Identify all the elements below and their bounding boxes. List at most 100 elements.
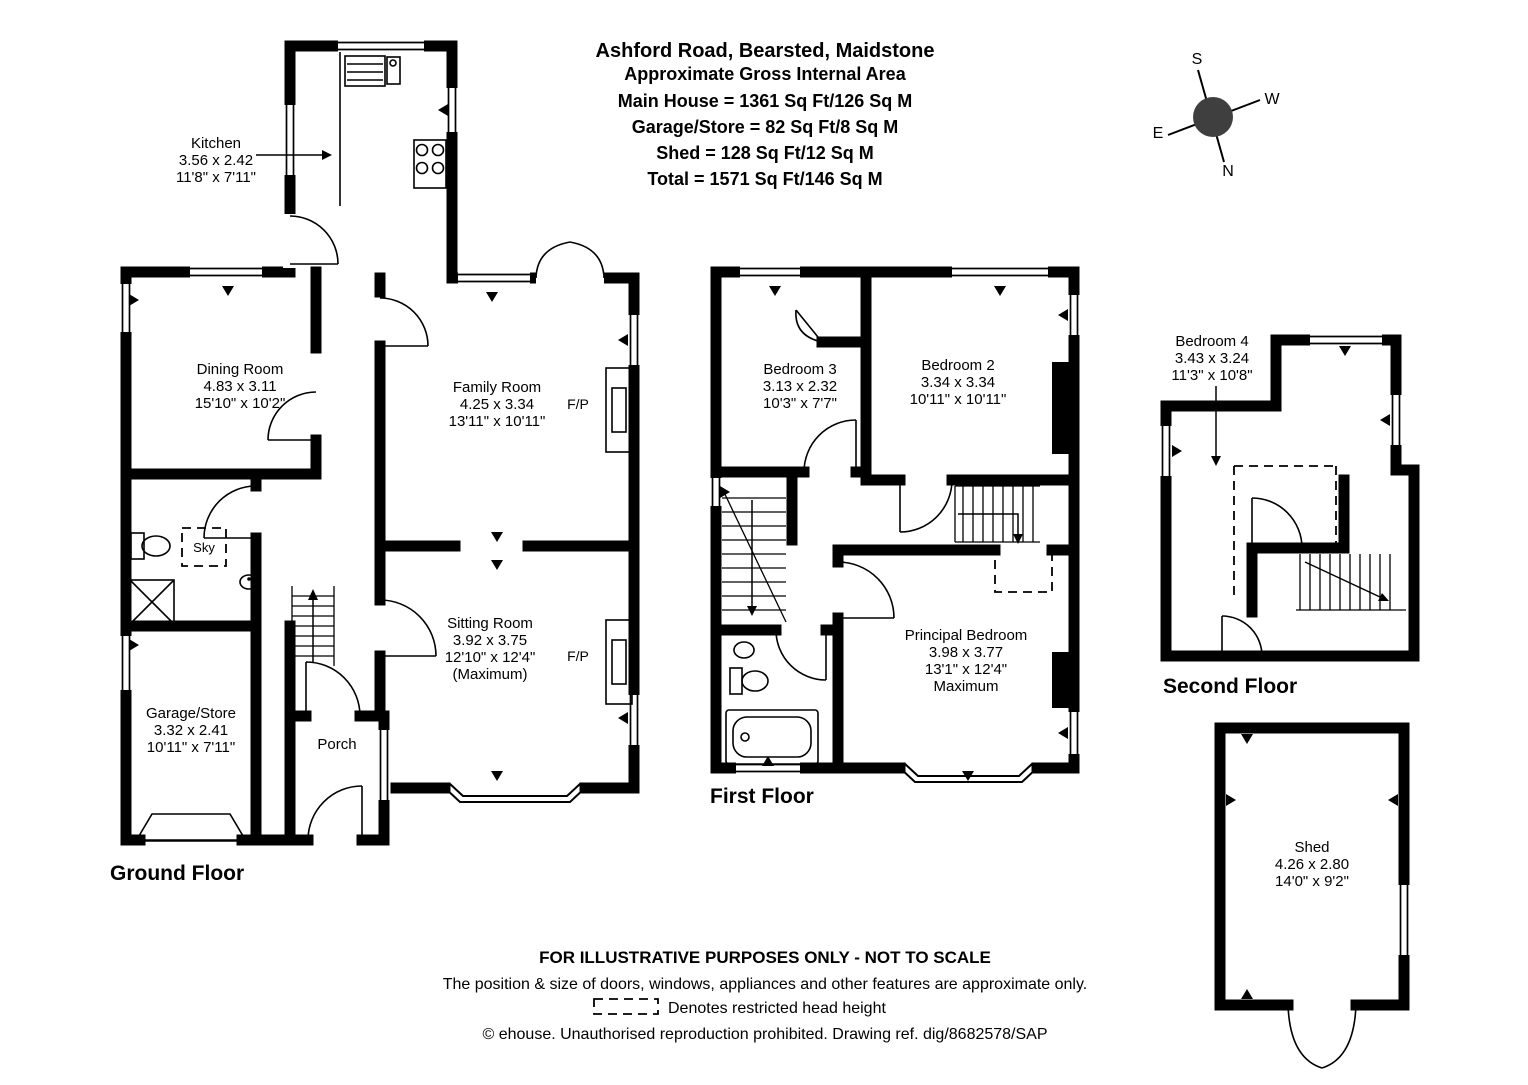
garage-metric: 3.32 x 2.41 — [154, 722, 228, 739]
stairs-up-arrowhead — [308, 589, 318, 600]
family-fireplace — [605, 367, 633, 453]
window-marker — [1339, 346, 1351, 356]
dining-door-swing — [267, 391, 317, 441]
kitchen-right-window — [445, 88, 459, 132]
french-door-gap — [536, 271, 604, 285]
ground-floor-plan: Kitchen 3.56 x 2.42 11'8" x 7'11" Dining… — [110, 39, 641, 885]
skylight-label: Sky — [193, 540, 215, 555]
ground-window-markers — [129, 104, 628, 781]
second-left-window — [1159, 426, 1173, 476]
sitting-name: Sitting Room — [447, 615, 533, 632]
front-door-swing — [307, 785, 363, 841]
principal-right-window — [1067, 712, 1081, 754]
first-outer-walls — [710, 266, 1080, 774]
bed2-metric: 3.34 x 3.34 — [921, 374, 995, 391]
bed4-metric: 3.43 x 3.24 — [1175, 350, 1249, 367]
kitchen-name: Kitchen — [191, 135, 241, 152]
closet-door-swing — [795, 309, 823, 343]
window-marker — [962, 771, 974, 781]
window-marker — [618, 712, 628, 724]
dining-left-window — [119, 284, 133, 332]
family-name: Family Room — [453, 379, 541, 396]
shower-tray — [129, 579, 175, 625]
sitting-fireplace-label: F/P — [567, 648, 589, 664]
french-door-right-swing — [569, 241, 605, 279]
bed4-name: Bedroom 4 — [1175, 333, 1248, 350]
compass-north: N — [1222, 163, 1234, 180]
window-marker — [762, 756, 774, 766]
bathroom-door-swing — [775, 629, 827, 681]
kitchen-callout-arrow — [256, 150, 332, 160]
garage-imperial: 10'11" x 7'11" — [147, 739, 235, 756]
bed3-name: Bedroom 3 — [763, 361, 836, 378]
family-top-window — [458, 271, 530, 285]
first-floor-plan: Bedroom 3 3.13 x 2.32 10'3" x 7'7" Bedro… — [709, 265, 1081, 808]
bed3-metric: 3.13 x 2.32 — [763, 378, 837, 395]
stairs-arrowhead — [1378, 593, 1389, 601]
shed-door-left-swing — [1287, 1004, 1323, 1069]
disclaimer-title: FOR ILLUSTRATIVE PURPOSES ONLY - NOT TO … — [539, 948, 991, 967]
toilet-bowl — [141, 535, 171, 557]
title-block: Ashford Road, Bearsted, Maidstone Approx… — [596, 40, 935, 189]
family-imperial: 13'11" x 10'11" — [449, 413, 546, 430]
bed3-top-window — [740, 265, 800, 279]
second-floor-plan: Bedroom 4 3.43 x 3.24 11'3" x 10'8" Seco… — [1159, 333, 1420, 698]
window-marker — [618, 334, 628, 346]
garage-name: Garage/Store — [146, 705, 236, 722]
shed-door-right-swing — [1321, 1004, 1357, 1069]
sitting-right-window — [627, 695, 641, 745]
opening-marker — [491, 532, 503, 542]
second-lower-door-swing — [1221, 615, 1263, 657]
compass-rose: S W E N — [1153, 51, 1281, 180]
window-marker — [129, 294, 139, 306]
main-house-area: Main House = 1361 Sq Ft/126 Sq M — [618, 91, 913, 111]
ground-floor-title: Ground Floor — [110, 862, 244, 885]
second-window-markers — [1172, 346, 1390, 457]
dining-metric: 4.83 x 3.11 — [203, 378, 276, 395]
family-door-swing — [379, 297, 429, 347]
kitchen-hob — [413, 139, 447, 189]
kitchen-fixtures — [339, 52, 447, 206]
shed-walls — [1214, 722, 1410, 1011]
principal-name: Principal Bedroom — [905, 627, 1028, 644]
kitchen-door-swing — [289, 215, 339, 265]
copyright-text: © ehouse. Unauthorised reproduction proh… — [482, 1026, 1047, 1043]
shed-window-markers — [1226, 734, 1398, 999]
principal-extra: Maximum — [933, 678, 998, 695]
bed4-imperial: 11'3" x 10'8" — [1171, 367, 1252, 384]
kitchen-top-window — [338, 39, 424, 53]
ground-inner-walls — [120, 266, 640, 722]
window-marker — [438, 104, 448, 116]
first-inner-walls — [710, 272, 1080, 774]
porch-name: Porch — [317, 736, 356, 753]
bed2-name: Bedroom 2 — [921, 357, 994, 374]
dining-top-window — [190, 265, 262, 279]
dining-name: Dining Room — [197, 361, 284, 378]
kitchen-sink — [344, 55, 386, 87]
second-walls — [1160, 334, 1420, 662]
kitchen-left-window — [283, 105, 297, 175]
bed2-top-window — [952, 265, 1048, 279]
wash-basin — [239, 574, 259, 590]
second-top-window — [1310, 333, 1382, 347]
bed3-imperial: 10'3" x 7'7" — [763, 395, 837, 412]
compass-east: E — [1153, 125, 1164, 142]
window-marker — [720, 486, 730, 498]
second-door-swing — [1251, 497, 1303, 549]
window-marker — [1172, 445, 1182, 457]
ground-stairs — [291, 586, 335, 666]
toilet-cistern — [130, 532, 145, 560]
family-right-window — [627, 315, 641, 365]
stairs-down-arrowhead — [1013, 534, 1023, 544]
landing-left-window — [709, 478, 723, 506]
kitchen-metric: 3.56 x 2.42 — [179, 152, 253, 169]
first-floor-title: First Floor — [710, 785, 814, 808]
window-marker — [769, 286, 781, 296]
window-marker — [1226, 794, 1236, 806]
restricted-head-height-lines — [1233, 465, 1337, 600]
porch-right-window — [377, 730, 391, 800]
shed-doors — [1287, 1004, 1357, 1069]
kitchen-door-gap — [283, 214, 297, 268]
second-right-window — [1389, 395, 1403, 445]
first-window-markers — [720, 286, 1068, 781]
